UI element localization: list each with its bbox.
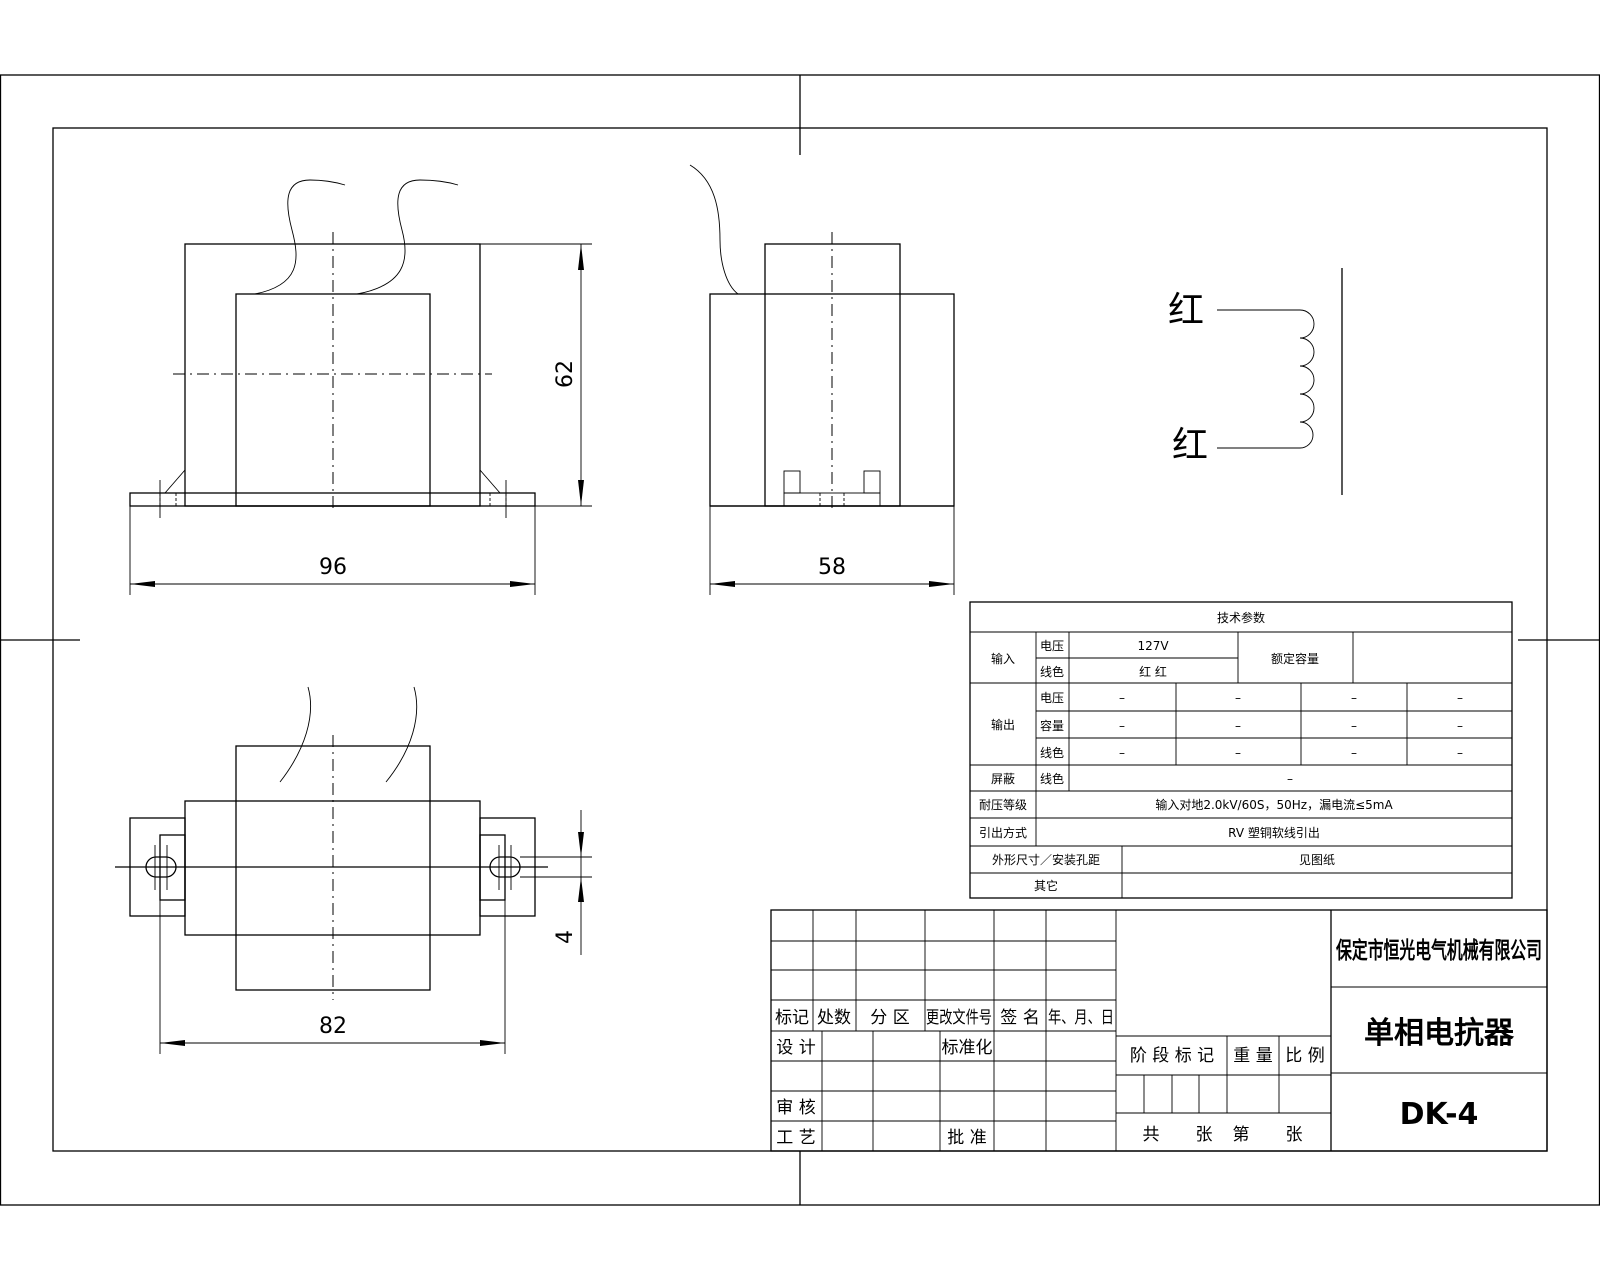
input-voltage: 127V (1137, 639, 1169, 653)
leadout-value: RV 塑铜软线引出 (1228, 825, 1320, 840)
lead-wire (385, 686, 418, 783)
standardization-label: 标准化 (942, 1038, 993, 1058)
sheet-no-label: 第 (1233, 1125, 1250, 1145)
output-voltage-label: 电压 (1040, 691, 1064, 705)
rev-header-count: 处数 (817, 1008, 851, 1028)
review-label: 审 核 (776, 1098, 815, 1118)
output-cell: – (1235, 719, 1241, 733)
shield-value: – (1287, 772, 1293, 786)
rev-header-mark: 标记 (775, 1008, 809, 1028)
withstand-value: 输入对地2.0kV/60S，50Hz，漏电流≤5mA (1155, 797, 1393, 812)
sheets-label-a: 张 (1196, 1125, 1213, 1145)
weight-label: 重 量 (1233, 1046, 1272, 1066)
design-label: 设 计 (776, 1038, 815, 1058)
winding-schematic: 红 红 (1168, 268, 1343, 495)
rated-capacity-label: 额定容量 (1271, 651, 1319, 666)
lead-wire (356, 179, 459, 295)
withstand-label: 耐压等级 (979, 798, 1027, 812)
lead-wire (279, 686, 311, 783)
other-label: 其它 (1034, 878, 1058, 893)
scale-label: 比 例 (1285, 1046, 1324, 1066)
title-block: 标记 处数 分 区 更改文件号 签 名 年、月、日 设 计 标准化 审 核 工 … (770, 909, 1548, 1152)
lead-wire (689, 164, 739, 295)
wire-color-bottom: 红 (1172, 425, 1208, 466)
output-cell: – (1457, 719, 1463, 733)
approve-label: 批 准 (947, 1128, 986, 1148)
leadout-label: 引出方式 (979, 825, 1027, 840)
output-cell: – (1457, 746, 1463, 760)
output-cell: – (1119, 719, 1125, 733)
company-name: 保定市恒光电气机械有限公司 (1335, 937, 1542, 964)
shield-label: 屏蔽 (991, 772, 1015, 786)
dim-front-width: 96 (319, 555, 347, 580)
output-cell: – (1351, 746, 1357, 760)
input-wire-color-label: 线色 (1040, 665, 1064, 679)
rev-header-sign: 签 名 (1000, 1008, 1039, 1028)
model-number: DK-4 (1400, 1097, 1479, 1132)
rev-header-doc: 更改文件号 (926, 1008, 992, 1028)
outline-value: 见图纸 (1299, 853, 1335, 867)
output-cell: – (1351, 719, 1357, 733)
sheets-label-b: 张 (1286, 1125, 1303, 1145)
process-label: 工 艺 (776, 1128, 815, 1148)
output-cell: – (1457, 691, 1463, 705)
dim-slot: 4 (553, 930, 578, 944)
wire-color-top: 红 (1168, 290, 1204, 331)
total-label: 共 (1143, 1125, 1160, 1145)
front-view: 96 62 (129, 179, 592, 595)
inductor-coil (1299, 309, 1315, 449)
dim-front-height: 62 (553, 360, 578, 388)
output-cell: – (1235, 691, 1241, 705)
shield-wire-color-label: 线色 (1040, 772, 1064, 786)
dim-side-width: 58 (818, 555, 846, 580)
output-capacity-label: 容量 (1040, 718, 1064, 733)
output-cell: – (1119, 691, 1125, 705)
output-cell: – (1351, 691, 1357, 705)
output-cell: – (1235, 746, 1241, 760)
product-name: 单相电抗器 (1364, 1016, 1515, 1051)
input-label: 输入 (991, 651, 1015, 666)
tech-table: 技术参数 输入 电压 127V 线色 红 红 额定容量 输出 电压 容量 线色 … (969, 601, 1513, 899)
stage-mark-label: 阶 段 标 记 (1130, 1046, 1214, 1066)
top-view: 82 4 (115, 686, 592, 1054)
tech-table-title: 技术参数 (1217, 610, 1265, 625)
output-label: 输出 (991, 717, 1015, 732)
rev-header-date: 年、月、日 (1048, 1008, 1114, 1028)
outline-label: 外形尺寸／安装孔距 (992, 852, 1100, 867)
lead-wire (254, 179, 346, 295)
input-voltage-label: 电压 (1040, 639, 1064, 653)
output-wire-color-label: 线色 (1040, 746, 1064, 760)
rev-header-zone: 分 区 (870, 1008, 909, 1028)
input-wire-color: 红 红 (1139, 664, 1167, 679)
dim-top-width: 82 (319, 1014, 347, 1039)
output-cell: – (1119, 746, 1125, 760)
side-view: 58 (689, 164, 955, 595)
